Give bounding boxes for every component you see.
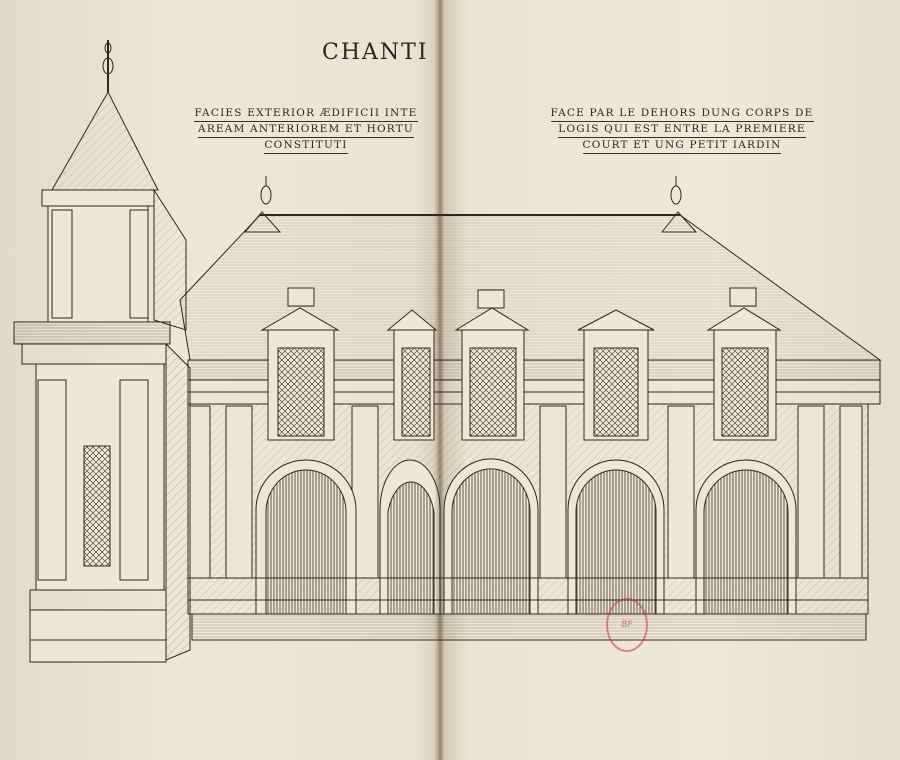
latin-caption-line-2: AREAM ANTERIOREM ET HORTU	[198, 122, 414, 138]
french-caption-line-2: LOGIS QUI EST ENTRE LA PREMIERE	[558, 122, 806, 138]
plate-title: CHANTI	[322, 40, 429, 65]
roof	[179, 214, 882, 361]
dormers	[260, 287, 782, 441]
roof-finial-left	[243, 176, 282, 233]
french-caption: FACE PAR LE DEHORS DUNG CORPS DE LOGIS Q…	[508, 106, 856, 154]
french-caption-line-3: COURT ET UNG PETIT IARDIN	[582, 138, 782, 154]
book-fold-shadow	[434, 0, 444, 760]
drawing-lines	[13, 40, 882, 663]
library-stamp: BF	[606, 598, 648, 652]
roof-finial-right	[660, 176, 698, 233]
latin-caption-line-3: CONSTITUTI	[264, 138, 348, 154]
latin-caption: FACIES EXTERIOR ÆDIFICII INTE AREAM ANTE…	[176, 106, 436, 154]
latin-caption-line-1: FACIES EXTERIOR ÆDIFICII INTE	[194, 106, 418, 122]
arcade	[255, 458, 797, 615]
tower	[13, 40, 191, 663]
french-caption-line-1: FACE PAR LE DEHORS DUNG CORPS DE	[550, 106, 814, 122]
